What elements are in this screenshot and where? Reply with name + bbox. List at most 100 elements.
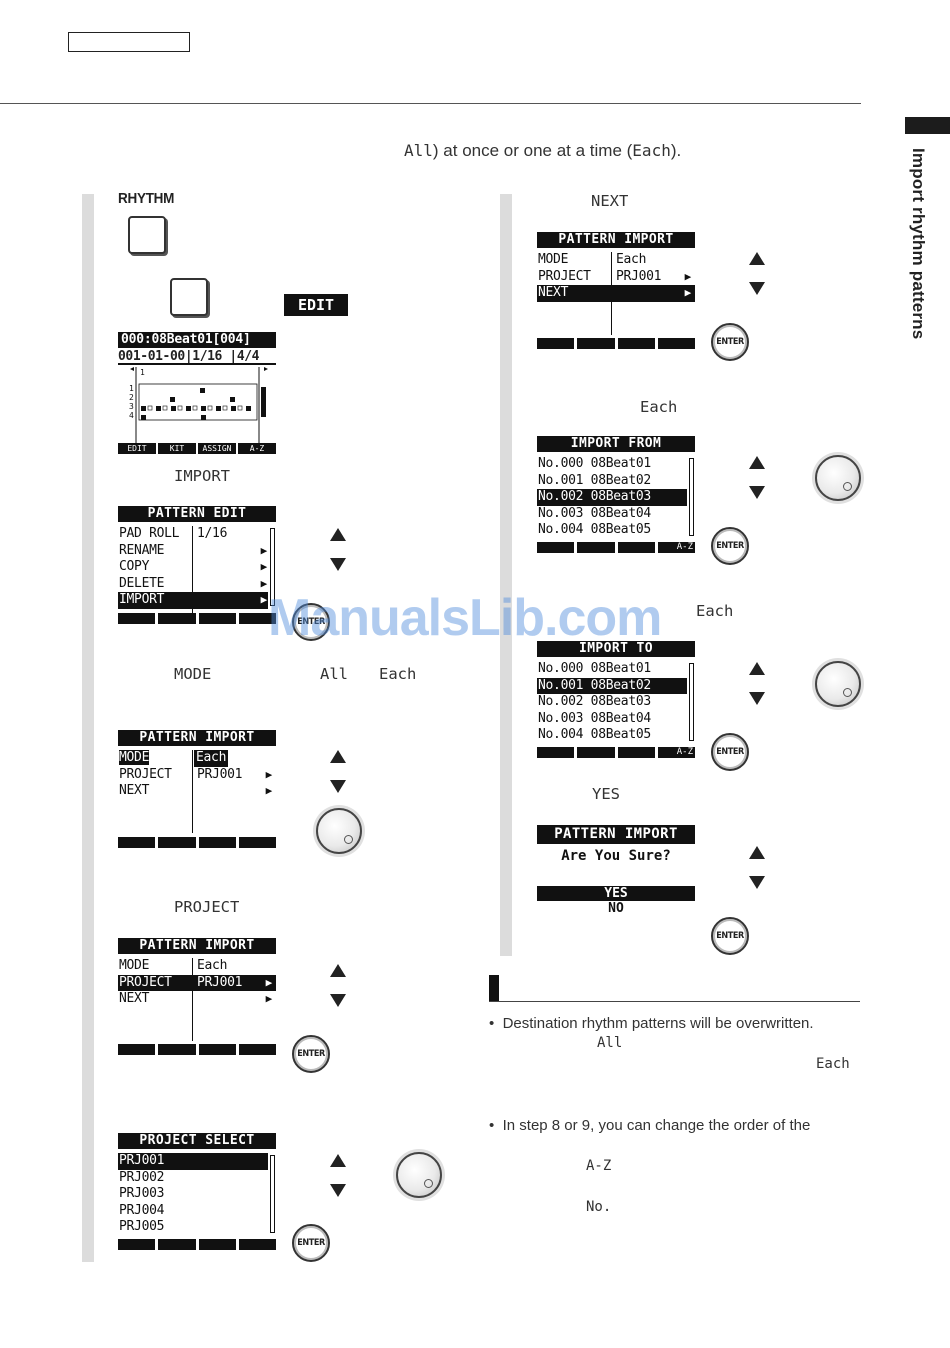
dial-icon[interactable] xyxy=(396,1152,442,1198)
fkey-4[interactable] xyxy=(238,837,276,848)
fkey-3[interactable] xyxy=(198,1239,236,1250)
fkey-az[interactable]: A-Z xyxy=(657,542,695,553)
pattern-item-label: No.003 08Beat04 xyxy=(538,505,651,521)
menu-copy[interactable]: COPY▶ xyxy=(118,559,276,576)
import-from-title: IMPORT FROM xyxy=(537,436,695,452)
pattern-item[interactable]: No.000 08Beat01 xyxy=(537,456,695,473)
cursor-down-icon[interactable] xyxy=(749,486,765,499)
project-item[interactable]: PRJ001 xyxy=(118,1153,268,1170)
scrollbar[interactable] xyxy=(689,458,694,536)
next-row[interactable]: NEXT▶ xyxy=(537,285,695,302)
dial-icon[interactable] xyxy=(815,661,861,707)
project-item[interactable]: PRJ002 xyxy=(118,1170,276,1187)
pattern-item[interactable]: No.003 08Beat04 xyxy=(537,506,695,523)
cursor-down-icon[interactable] xyxy=(749,876,765,889)
fkey-1[interactable] xyxy=(118,837,156,848)
fkey-4[interactable] xyxy=(238,613,276,624)
fkey-2[interactable] xyxy=(158,1239,196,1250)
enter-key-icon[interactable]: ENTER xyxy=(292,1035,330,1073)
fkey-3[interactable] xyxy=(617,747,655,758)
cursor-up-icon[interactable] xyxy=(749,662,765,675)
scrollbar[interactable] xyxy=(689,663,694,741)
pattern-item[interactable]: No.001 08Beat02 xyxy=(537,677,687,694)
fkey-4[interactable] xyxy=(238,1044,276,1055)
cursor-up-icon[interactable] xyxy=(330,528,346,541)
fkey-1[interactable] xyxy=(118,613,156,624)
rhythm-button[interactable] xyxy=(128,216,166,254)
fkey-2[interactable] xyxy=(577,542,615,553)
no-option[interactable]: NO xyxy=(608,901,624,916)
enter-key-icon[interactable]: ENTER xyxy=(711,323,749,361)
cursor-down-icon[interactable] xyxy=(330,780,346,793)
cursor-up-icon[interactable] xyxy=(749,456,765,469)
project-item[interactable]: PRJ005 xyxy=(118,1219,276,1236)
enter-key-icon[interactable]: ENTER xyxy=(292,1224,330,1262)
project-item[interactable]: PRJ003 xyxy=(118,1186,276,1203)
fkey-3[interactable] xyxy=(617,542,655,553)
enter-key-icon[interactable]: ENTER xyxy=(292,603,330,641)
fkey-2[interactable] xyxy=(158,613,196,624)
fkey-2[interactable] xyxy=(577,338,615,349)
next-row[interactable]: NEXT▶ xyxy=(118,991,276,1008)
scrollbar[interactable] xyxy=(270,528,275,606)
cursor-up-icon[interactable] xyxy=(330,750,346,763)
fkey-2[interactable] xyxy=(158,837,196,848)
fkey-kit[interactable]: KIT xyxy=(158,443,196,454)
cursor-up-icon[interactable] xyxy=(749,846,765,859)
fkey-1[interactable] xyxy=(537,542,575,553)
fkey-3[interactable] xyxy=(198,837,236,848)
fkey-1[interactable] xyxy=(118,1044,156,1055)
pattern-item[interactable]: No.001 08Beat02 xyxy=(537,473,695,490)
enter-key-icon[interactable]: ENTER xyxy=(711,917,749,955)
pattern-item-label: No.002 08Beat03 xyxy=(538,694,651,709)
cursor-down-icon[interactable] xyxy=(330,558,346,571)
fkey-edit[interactable]: EDIT xyxy=(118,443,156,454)
fkey-4[interactable] xyxy=(238,1239,276,1250)
fkey-az[interactable]: A-Z xyxy=(238,443,276,454)
cursor-up-icon[interactable] xyxy=(330,1154,346,1167)
pattern-item[interactable]: No.002 08Beat03 xyxy=(537,489,687,506)
pattern-item[interactable]: No.004 08Beat05 xyxy=(537,727,695,744)
enter-key-icon[interactable]: ENTER xyxy=(711,733,749,771)
fkey-3[interactable] xyxy=(198,613,236,624)
dial-icon[interactable] xyxy=(316,808,362,854)
next-row[interactable]: NEXT▶ xyxy=(118,783,276,800)
cursor-up-icon[interactable] xyxy=(749,252,765,265)
pattern-item[interactable]: No.004 08Beat05 xyxy=(537,522,695,539)
cursor-down-icon[interactable] xyxy=(330,1184,346,1197)
cursor-down-icon[interactable] xyxy=(749,692,765,705)
cursor-down-icon[interactable] xyxy=(330,994,346,1007)
fkey-assign[interactable]: ASSIGN xyxy=(198,443,236,454)
enter-key-icon[interactable]: ENTER xyxy=(711,527,749,565)
cursor-up-icon[interactable] xyxy=(330,964,346,977)
mode-value: Each xyxy=(197,958,228,973)
dial-icon[interactable] xyxy=(815,455,861,501)
fkey-1[interactable] xyxy=(537,747,575,758)
pattern-item[interactable]: No.002 08Beat03 xyxy=(537,694,695,711)
fkey-3[interactable] xyxy=(617,338,655,349)
yes-option[interactable]: YES xyxy=(537,886,695,901)
fkey-2[interactable] xyxy=(577,747,615,758)
pattern-item[interactable]: No.003 08Beat04 xyxy=(537,711,695,728)
menu-delete[interactable]: DELETE▶ xyxy=(118,576,276,593)
scrollbar[interactable] xyxy=(270,1155,275,1233)
menu-import[interactable]: IMPORT▶ xyxy=(118,592,268,609)
fkey-4[interactable] xyxy=(657,338,695,349)
cursor-down-icon[interactable] xyxy=(749,282,765,295)
fkey-1[interactable] xyxy=(118,1239,156,1250)
project-item[interactable]: PRJ004 xyxy=(118,1203,276,1220)
edit-function-key[interactable] xyxy=(170,278,208,316)
pattern-item[interactable]: No.000 08Beat01 xyxy=(537,661,695,678)
menu-rename[interactable]: RENAME▶ xyxy=(118,543,276,560)
fkey-2[interactable] xyxy=(158,1044,196,1055)
fkey-az[interactable]: A-Z xyxy=(657,747,695,758)
fkey-3[interactable] xyxy=(198,1044,236,1055)
fkey-1[interactable] xyxy=(537,338,575,349)
